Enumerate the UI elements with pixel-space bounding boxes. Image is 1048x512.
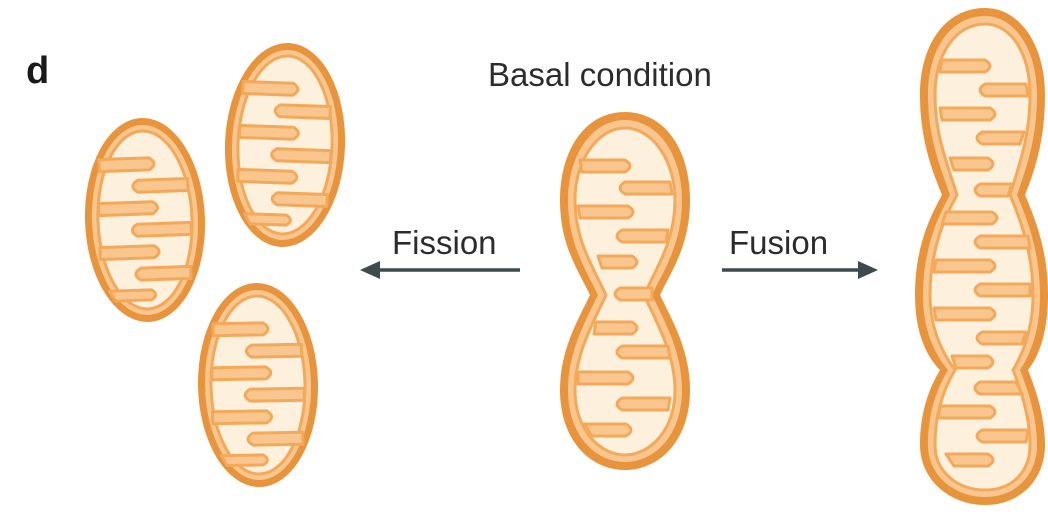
fission-mitochondrion-left (81, 116, 208, 324)
fission-arrow (360, 261, 520, 279)
fusion-label: Fusion (729, 226, 828, 259)
panel-letter: d (26, 52, 49, 90)
fission-mitochondrion-bottom (196, 282, 320, 488)
fission-label: Fission (392, 226, 497, 259)
fission-mitochondrion-top (221, 41, 348, 249)
fused-mitochondrion (915, 8, 1048, 505)
basal-condition-label: Basal condition (488, 58, 788, 91)
fusion-arrow (722, 261, 878, 279)
basal-mitochondrion (560, 112, 690, 470)
